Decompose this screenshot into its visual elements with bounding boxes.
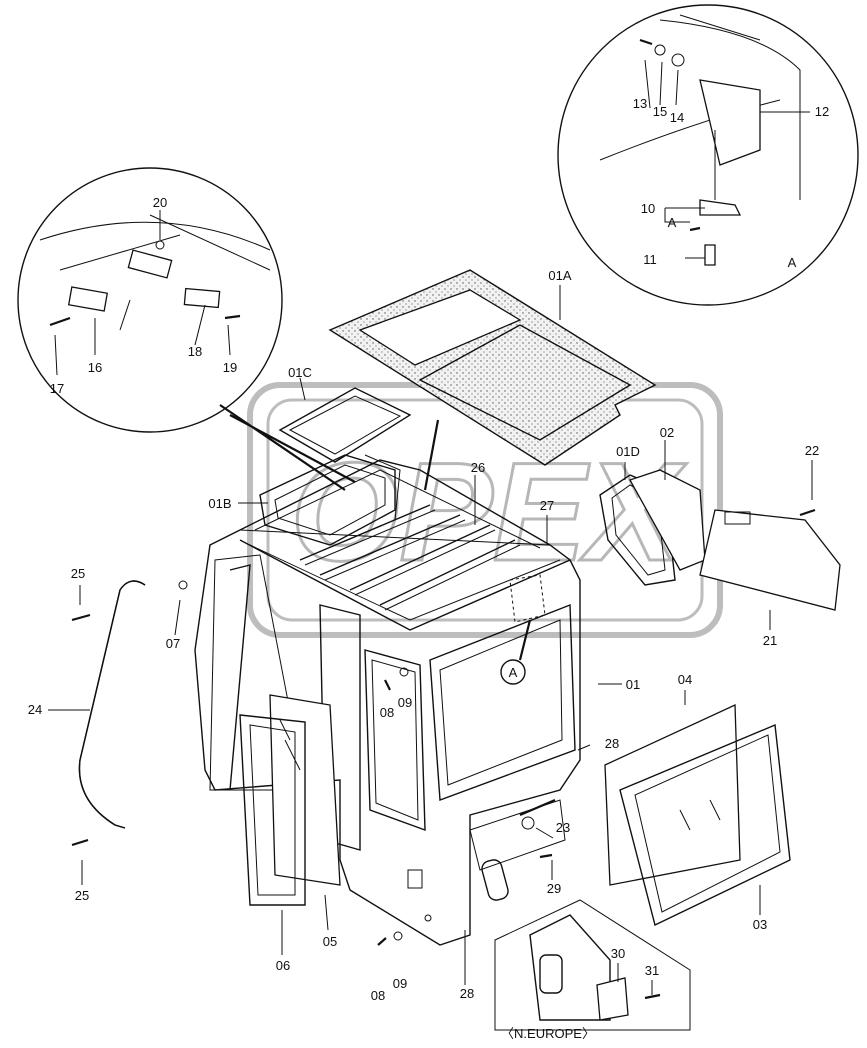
leader-circle-A	[423, 419, 440, 491]
label-06: 06	[276, 958, 290, 973]
label-08a: 08	[380, 705, 394, 720]
window-seal-01D	[599, 474, 676, 586]
handrail	[78, 580, 146, 829]
label-16: 16	[88, 360, 102, 375]
part-labels: 20 16 17 18 19 13 15 14 12 10 A 11 A 01A…	[28, 96, 829, 1041]
window-02	[629, 469, 706, 571]
label-10: 10	[641, 201, 655, 216]
label-20: 20	[153, 195, 167, 210]
label-18: 18	[188, 344, 202, 359]
label-31: 31	[645, 963, 659, 978]
bolt-22	[799, 508, 816, 517]
label-05: 05	[323, 934, 337, 949]
label-21: 21	[763, 633, 777, 648]
label-15: 15	[653, 104, 667, 119]
label-09a: 09	[398, 695, 412, 710]
label-26: 26	[471, 460, 485, 475]
label-A: A	[788, 255, 797, 270]
label-29: 29	[547, 881, 561, 896]
window-04	[604, 703, 741, 886]
label-09b: 09	[393, 976, 407, 991]
label-01C: 01C	[288, 365, 312, 380]
label-24: 24	[28, 702, 42, 717]
label-28b: 28	[460, 986, 474, 1001]
label-30: 30	[611, 946, 625, 961]
label-02: 02	[660, 425, 674, 440]
label-22: 22	[805, 443, 819, 458]
roof-mat	[328, 269, 657, 466]
label-01D: 01D	[616, 444, 640, 459]
label-n-europe: 〈N.EUROPE〉	[501, 1026, 595, 1041]
detail-circle-hinge	[17, 167, 283, 433]
label-12: 12	[815, 104, 829, 119]
watermark: OPEX	[247, 382, 723, 638]
label-11: 11	[643, 252, 657, 267]
label-19: 19	[223, 360, 237, 375]
label-13: 13	[633, 96, 647, 111]
label-01: 01	[626, 677, 640, 692]
north-europe-inset	[494, 899, 691, 1031]
small-fasteners	[71, 580, 553, 946]
detail-circle-A	[557, 4, 859, 306]
label-23: 23	[556, 820, 570, 835]
label-01B: 01B	[208, 496, 231, 511]
label-08b: 08	[371, 988, 385, 1003]
label-28a: 28	[605, 736, 619, 751]
detail-A-marker: A	[500, 574, 546, 685]
label-25a: 25	[71, 566, 85, 581]
label-14: 14	[670, 110, 684, 125]
label-03: 03	[753, 917, 767, 932]
label-A-ref: A	[668, 215, 677, 230]
roof-seal	[278, 387, 412, 463]
label-17: 17	[50, 381, 64, 396]
label-27: 27	[540, 498, 554, 513]
window-seal-06	[239, 714, 306, 906]
window-seal-03	[619, 723, 791, 927]
detail-A-marker-label: A	[509, 665, 518, 680]
label-07: 07	[166, 636, 180, 651]
panel-21	[699, 509, 841, 611]
label-01A: 01A	[548, 268, 571, 283]
label-25b: 25	[75, 888, 89, 903]
callout-leaders	[48, 59, 813, 995]
label-04: 04	[678, 672, 692, 687]
